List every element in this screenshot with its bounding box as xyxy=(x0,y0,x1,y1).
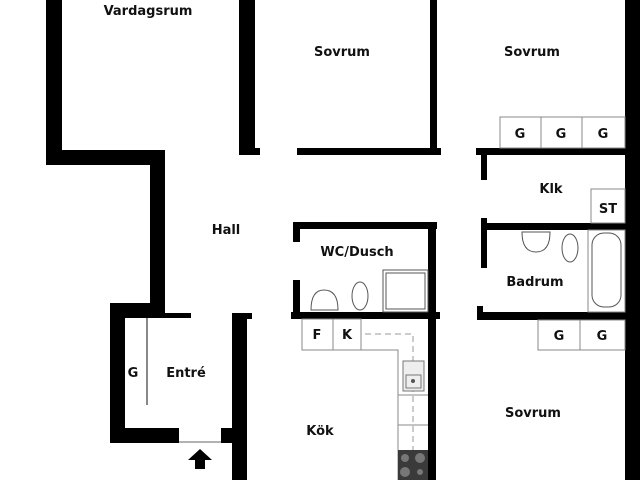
wardrobes-sovrum-2: G G G xyxy=(499,116,626,149)
kitchen-counter: F K xyxy=(301,318,428,480)
room-badrum: Badrum xyxy=(506,275,563,290)
stadskap: ST xyxy=(590,188,626,224)
walls xyxy=(46,0,640,480)
entrance-arrow-icon xyxy=(188,449,212,469)
svg-text:ST: ST xyxy=(599,202,617,217)
room-sovrum-1: Sovrum xyxy=(314,45,370,60)
svg-text:G: G xyxy=(515,127,526,142)
room-sovrum-3: Sovrum xyxy=(505,406,561,421)
badrum-fixtures xyxy=(521,229,626,313)
wc-fixtures xyxy=(310,269,429,313)
room-kok: Kök xyxy=(306,424,334,439)
svg-text:F: F xyxy=(313,328,322,343)
svg-text:K: K xyxy=(342,328,353,343)
room-klk: Klk xyxy=(539,182,563,197)
svg-text:G: G xyxy=(597,329,608,344)
room-sovrum-2: Sovrum xyxy=(504,45,560,60)
room-hall: Hall xyxy=(212,223,241,238)
wardrobe-entre: G xyxy=(128,366,139,381)
svg-text:G: G xyxy=(554,329,565,344)
wardrobes-sovrum-3: G G xyxy=(537,319,626,351)
room-entre: Entré xyxy=(166,366,206,381)
svg-text:G: G xyxy=(556,127,567,142)
room-wc-dusch: WC/Dusch xyxy=(320,245,393,260)
svg-text:G: G xyxy=(598,127,609,142)
room-vardagsrum: Vardagsrum xyxy=(104,4,193,19)
sink-icon xyxy=(402,360,425,392)
